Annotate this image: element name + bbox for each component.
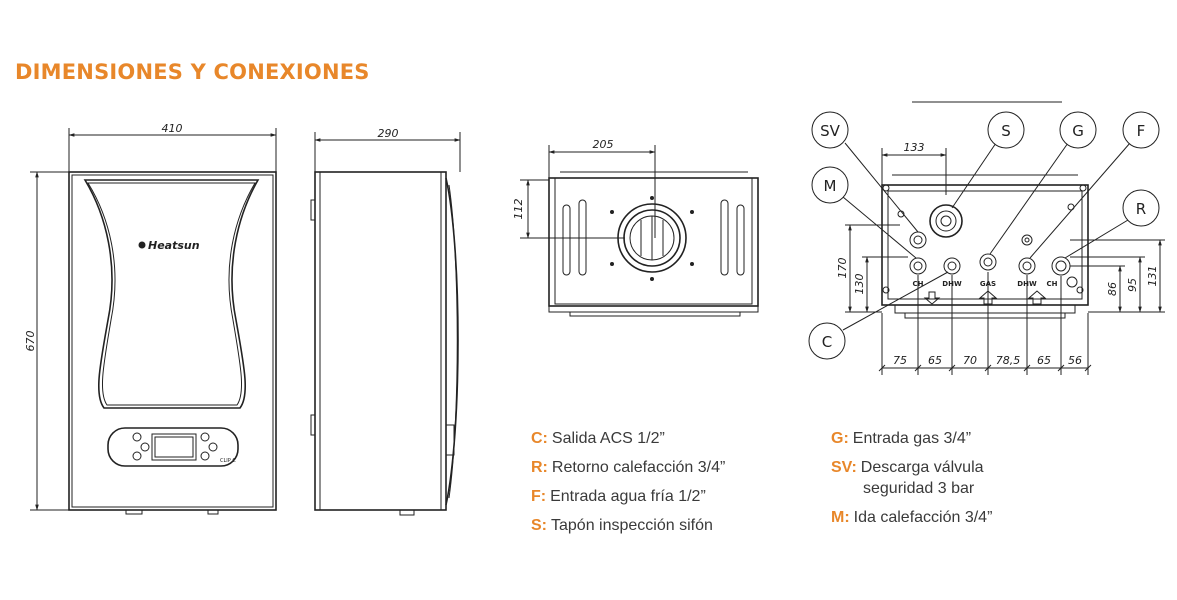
callout-g: G	[989, 111, 1097, 255]
svg-text:G: G	[1072, 122, 1084, 140]
svg-text:S: S	[1001, 122, 1011, 140]
dim-86: 86	[1106, 282, 1119, 296]
dim-65-left: 65	[928, 354, 942, 367]
callout-f: F	[1029, 111, 1160, 259]
dim-75: 75	[893, 354, 907, 367]
legend-item: M:Ida calefacción 3/4”	[831, 509, 993, 526]
front-width-dim: 410	[162, 122, 183, 135]
bottom-top-dim: 133	[904, 141, 925, 154]
side-depth-dim: 290	[378, 127, 399, 140]
dim-78-5: 78,5	[996, 354, 1021, 367]
bottom-dim-ticks	[878, 364, 1092, 372]
front-height-dim: 670	[24, 331, 37, 352]
top-offset-dim: 205	[593, 138, 614, 151]
dim-95: 95	[1126, 278, 1139, 292]
dim-170: 170	[836, 258, 849, 279]
dim-65-right: 65	[1037, 354, 1051, 367]
page-title: DIMENSIONES Y CONEXIONES	[15, 60, 370, 84]
side-view: 290	[310, 127, 461, 516]
callout-sv: SV	[811, 111, 919, 233]
dim-70: 70	[963, 354, 977, 367]
svg-text:SV: SV	[820, 122, 841, 140]
bottom-view: 133 CH DHW GAS DHW CH	[808, 101, 1165, 375]
legend-item: R:Retorno calefacción 3/4”	[531, 459, 726, 476]
arrow-down-icon	[923, 291, 941, 305]
callout-s: S	[951, 111, 1025, 209]
legend-item: C:Salida ACS 1/2”	[531, 430, 665, 447]
legend-item: SV:Descarga válvula	[831, 459, 984, 476]
top-view: 205 112	[512, 138, 759, 317]
dim-130: 130	[853, 274, 866, 295]
legend-right: G:Entrada gas 3/4” SV:Descarga válvula s…	[831, 428, 992, 536]
legend-item: G:Entrada gas 3/4”	[831, 430, 972, 447]
svg-text:M: M	[824, 177, 837, 195]
svg-text:R: R	[1136, 200, 1146, 218]
dim-56: 56	[1068, 354, 1082, 367]
legend-item-continuation: seguridad 3 bar	[863, 480, 975, 497]
brand-logo: Heatsun	[148, 239, 200, 252]
arrow-up-icon	[1027, 290, 1047, 305]
heatsun-logo-icon	[138, 241, 146, 249]
model-label: CLIP C	[220, 458, 236, 464]
top-height-dim: 112	[512, 199, 525, 220]
callout-r: R	[1064, 189, 1160, 259]
dim-131: 131	[1146, 266, 1159, 287]
port-label-ch-right: CH	[1047, 280, 1058, 288]
callout-m: M	[811, 166, 917, 259]
arrow-up-icon	[978, 290, 998, 305]
callout-c: C	[808, 271, 949, 360]
legend-left: C:Salida ACS 1/2” R:Retorno calefacción …	[531, 428, 725, 544]
front-view: 410 670 Heatsun CLIP C	[24, 122, 277, 515]
legend-item: S:Tapón inspección sifón	[531, 517, 713, 534]
svg-text:F: F	[1137, 122, 1146, 140]
svg-text:C: C	[822, 333, 832, 351]
legend-item: F:Entrada agua fría 1/2”	[531, 488, 706, 505]
